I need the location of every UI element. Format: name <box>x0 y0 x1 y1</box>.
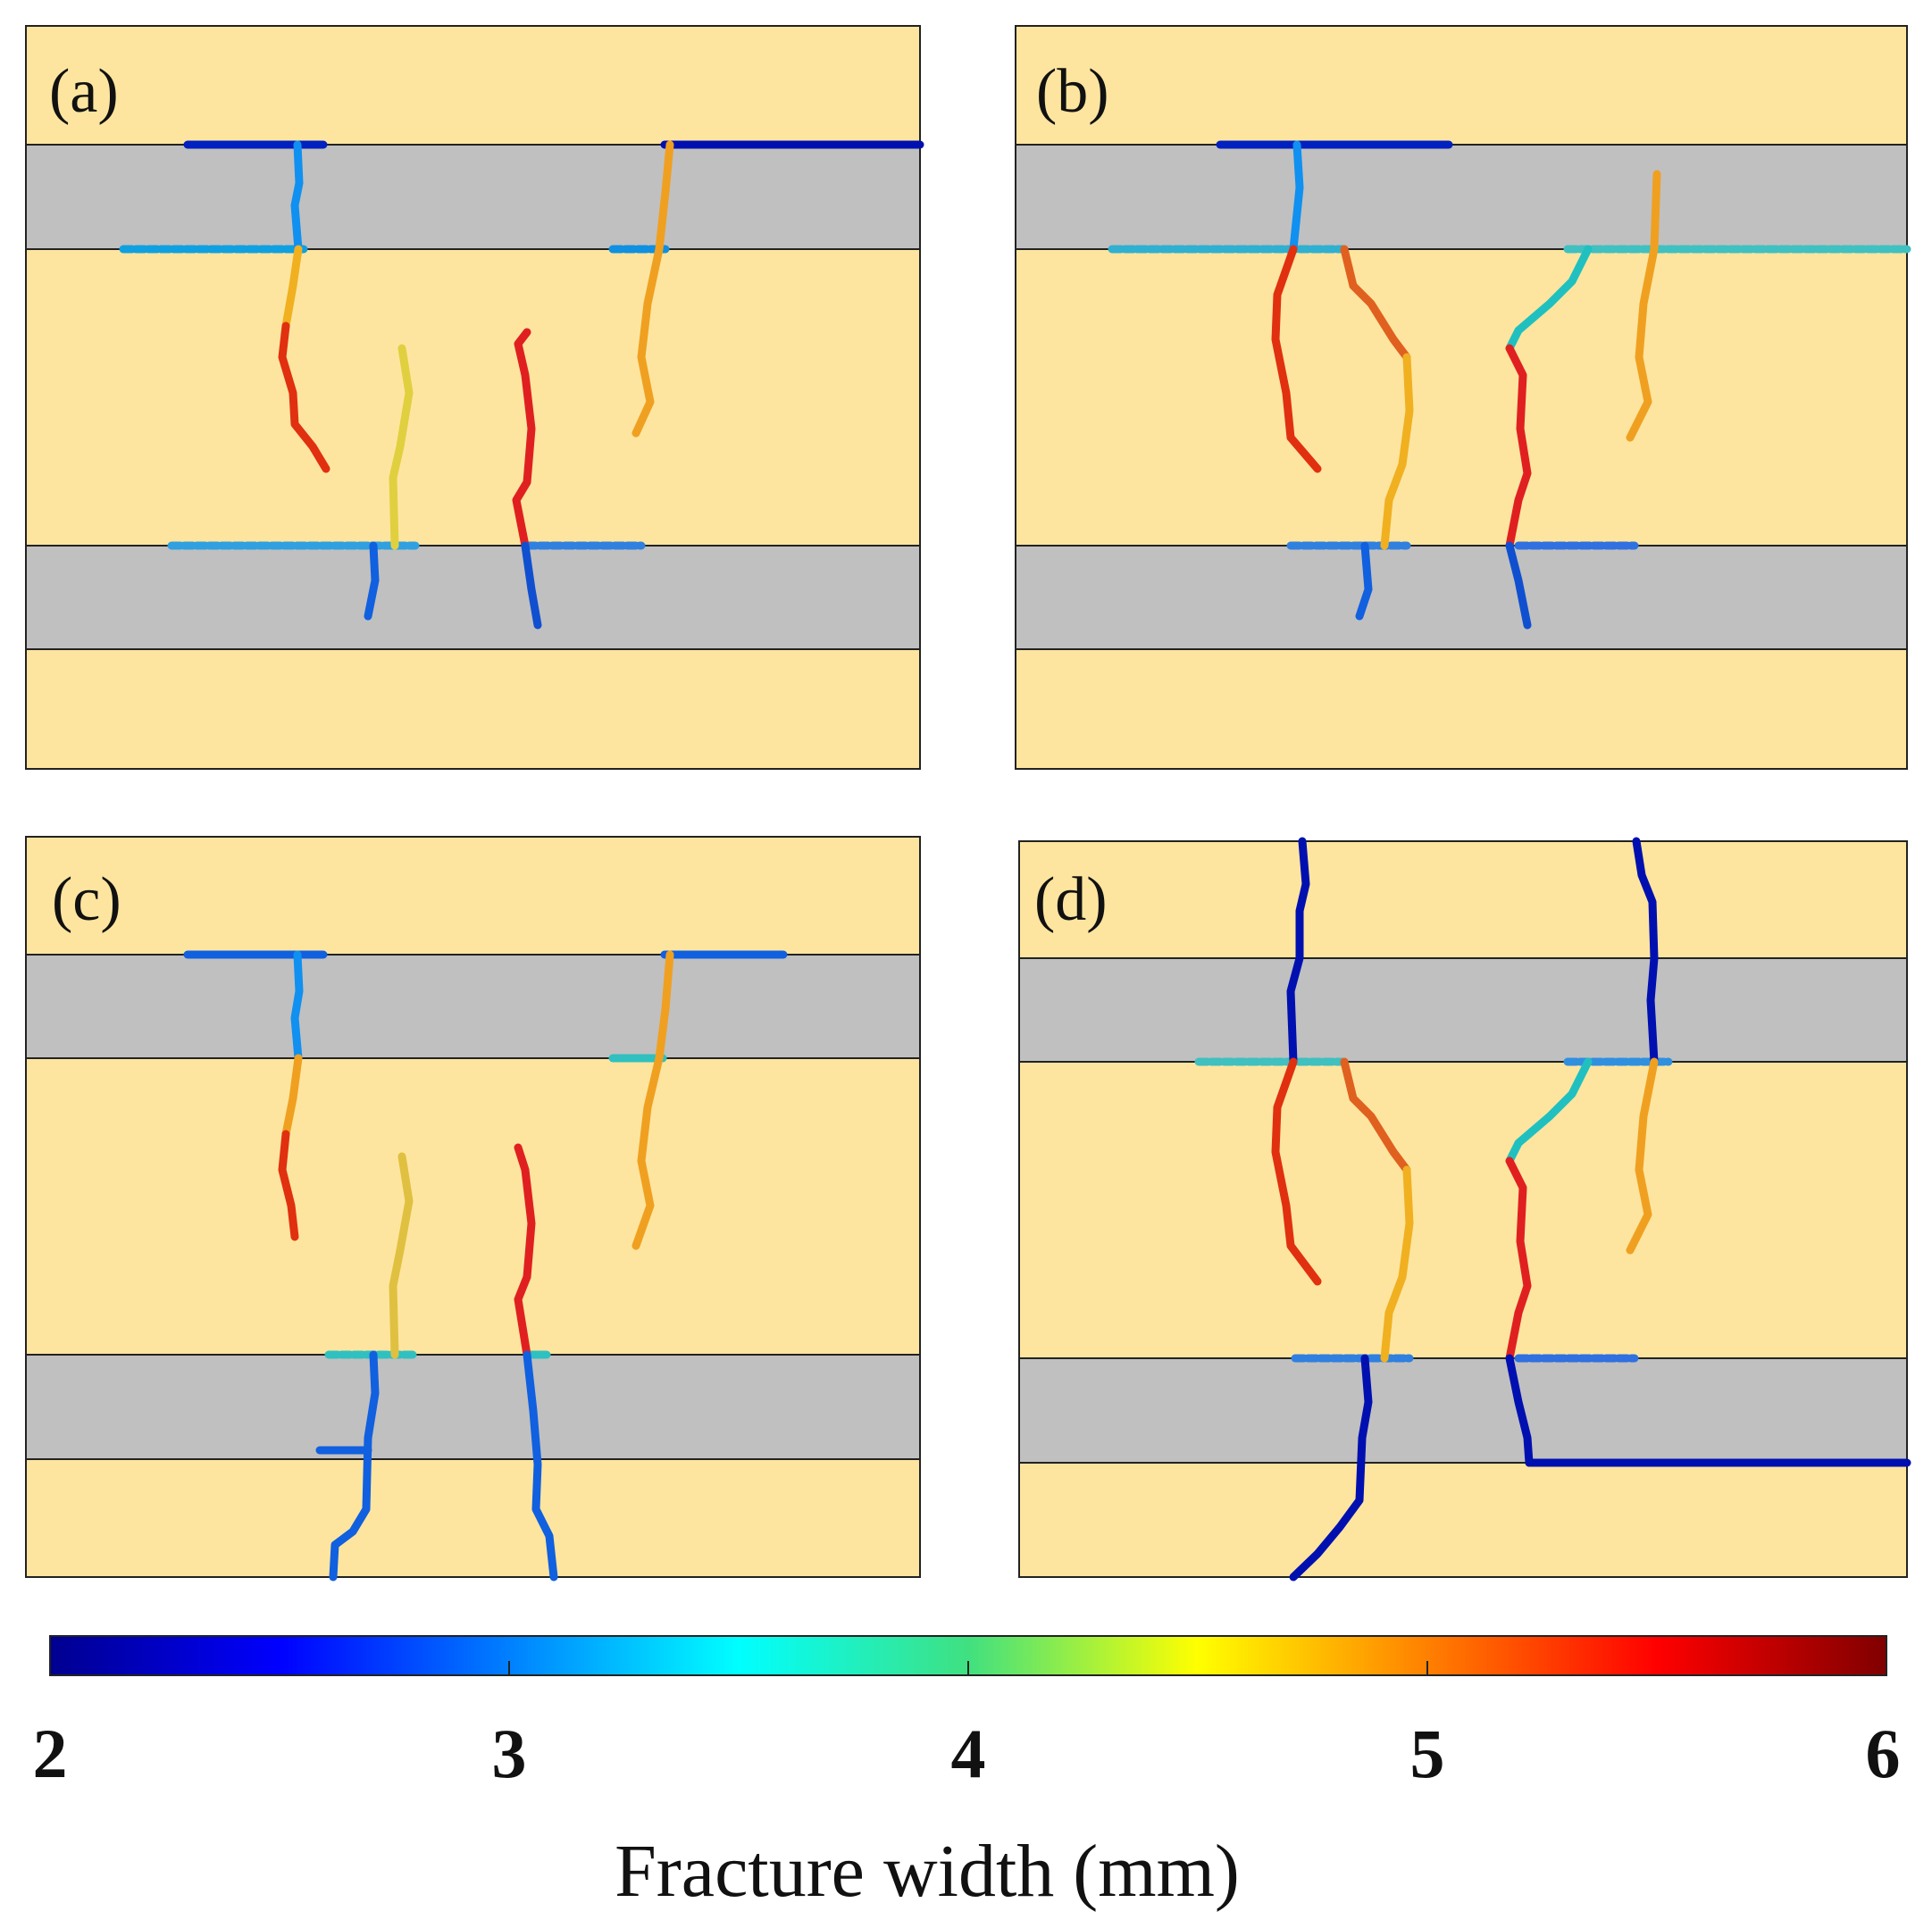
fracture-network <box>1108 140 1911 630</box>
panel-c: (c) <box>25 836 921 1582</box>
panel-b: (b) <box>1015 25 1911 770</box>
colorbar-title: Fracture width (mm) <box>615 1830 1240 1913</box>
shale-layer-lower <box>1015 545 1908 650</box>
shale-layer-upper <box>25 954 921 1059</box>
fracture-vertical-6 <box>523 1350 558 1582</box>
fracture-vertical-5 <box>329 1350 380 1582</box>
fracture-vertical-2 <box>631 140 674 438</box>
fracture-vertical-3 <box>1505 245 1593 353</box>
panel-d: (d) <box>1018 837 1911 1582</box>
fracture-vertical-1a <box>1289 140 1304 254</box>
panel-label: (b) <box>1036 57 1109 126</box>
colorbar: 2 3 4 5 6 Fracture width (mm) <box>33 1635 1901 1913</box>
fracture-vertical-4 <box>1626 170 1661 442</box>
fracture-vertical-1a <box>1286 837 1310 1066</box>
fracture-vertical-6 <box>1505 541 1532 630</box>
fracture-vertical-5 <box>364 541 380 621</box>
sandstone-background <box>1015 25 1908 770</box>
fracture-network <box>119 140 924 630</box>
shale-layer-upper <box>1018 957 1908 1063</box>
colorbar-tick-label: 5 <box>1410 1715 1445 1792</box>
fracture-vertical-1c <box>278 1130 299 1241</box>
fracture-vertical-1b <box>1271 1057 1322 1286</box>
fracture-vertical-1b <box>281 245 303 330</box>
fracture-vertical-1a <box>290 140 304 254</box>
fracture-vertical-3 <box>389 344 414 550</box>
fracture-vertical-1b <box>281 1054 303 1139</box>
fracture-vertical-3b <box>1505 1156 1532 1363</box>
fracture-vertical-6 <box>1505 1354 1534 1467</box>
fracture-network <box>183 950 788 1582</box>
fracture-vertical-2 <box>631 950 674 1250</box>
panel-label: (a) <box>49 57 119 126</box>
panel-label: (d) <box>1034 865 1108 934</box>
colorbar-tick-label: 3 <box>492 1715 527 1792</box>
colorbar-tick-label: 6 <box>1866 1715 1901 1792</box>
sandstone-background <box>25 25 921 770</box>
fracture-vertical-3 <box>389 1152 414 1359</box>
colorbar-tick-label: 4 <box>951 1715 986 1792</box>
fracture-vertical-3 <box>1505 1057 1593 1165</box>
colorbar-tick-label: 2 <box>33 1715 68 1792</box>
fracture-vertical-2 <box>1340 245 1411 362</box>
fracture-vertical-4a <box>1632 837 1659 1066</box>
shale-layer-lower <box>25 545 921 650</box>
fracture-vertical-1b <box>1271 245 1322 473</box>
fracture-vertical-2 <box>1340 1057 1411 1174</box>
fracture-vertical-6 <box>521 541 542 630</box>
fracture-vertical-2b <box>1380 353 1414 550</box>
sandstone-background <box>25 836 921 1578</box>
fracture-vertical-1a <box>290 950 304 1063</box>
fracture-vertical-5 <box>1289 1354 1373 1582</box>
shale-layer-lower <box>1018 1357 1908 1464</box>
fracture-vertical-4 <box>514 1143 536 1359</box>
shale-layer-lower <box>25 1354 921 1460</box>
fracture-vertical-5 <box>1355 541 1373 621</box>
fracture-vertical-3b <box>1505 344 1532 550</box>
panel-a: (a) <box>25 25 924 770</box>
fracture-vertical-4 <box>512 328 536 550</box>
colorbar-ticks <box>508 1661 1428 1675</box>
shale-layer-upper <box>25 144 921 250</box>
panel-label: (c) <box>52 865 121 934</box>
fracture-network <box>1194 837 1911 1582</box>
fracture-vertical-1c <box>278 321 330 473</box>
fracture-vertical-2b <box>1380 1165 1414 1363</box>
fracture-vertical-4b <box>1626 1057 1659 1255</box>
shale-layer-upper <box>1015 144 1908 250</box>
